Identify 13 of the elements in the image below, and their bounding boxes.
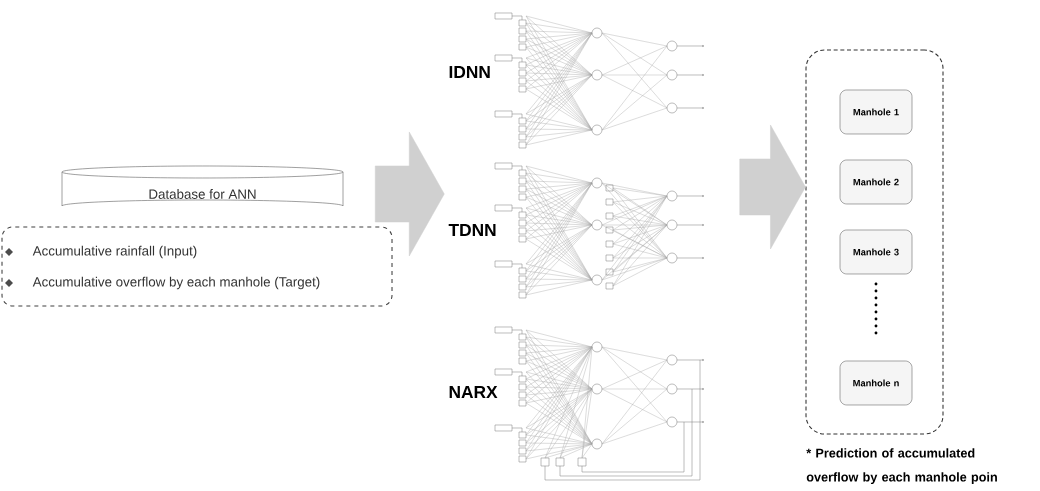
- manhole-box: Manhole 1: [839, 89, 913, 135]
- dashed-box: [805, 49, 944, 435]
- block-arrow: [375, 131, 445, 257]
- database-cylinder: Database for ANN: [61, 165, 344, 207]
- manhole-box: Manhole 2: [839, 159, 913, 205]
- network-label: TDNN: [448, 224, 496, 236]
- manhole-box: Manhole 3: [839, 229, 913, 275]
- block-arrow: [739, 124, 806, 250]
- dashed-box: Accumulative rainfall (Input) Accumulative overflow by each manhole (Target): [1, 226, 393, 307]
- network-label: NARX: [449, 386, 498, 398]
- note-text: * Prediction of accumulated overflow by each manhole poin: [806, 448, 997, 485]
- network-label: IDNN: [449, 66, 490, 78]
- manhole-box: Manhole n: [839, 360, 913, 406]
